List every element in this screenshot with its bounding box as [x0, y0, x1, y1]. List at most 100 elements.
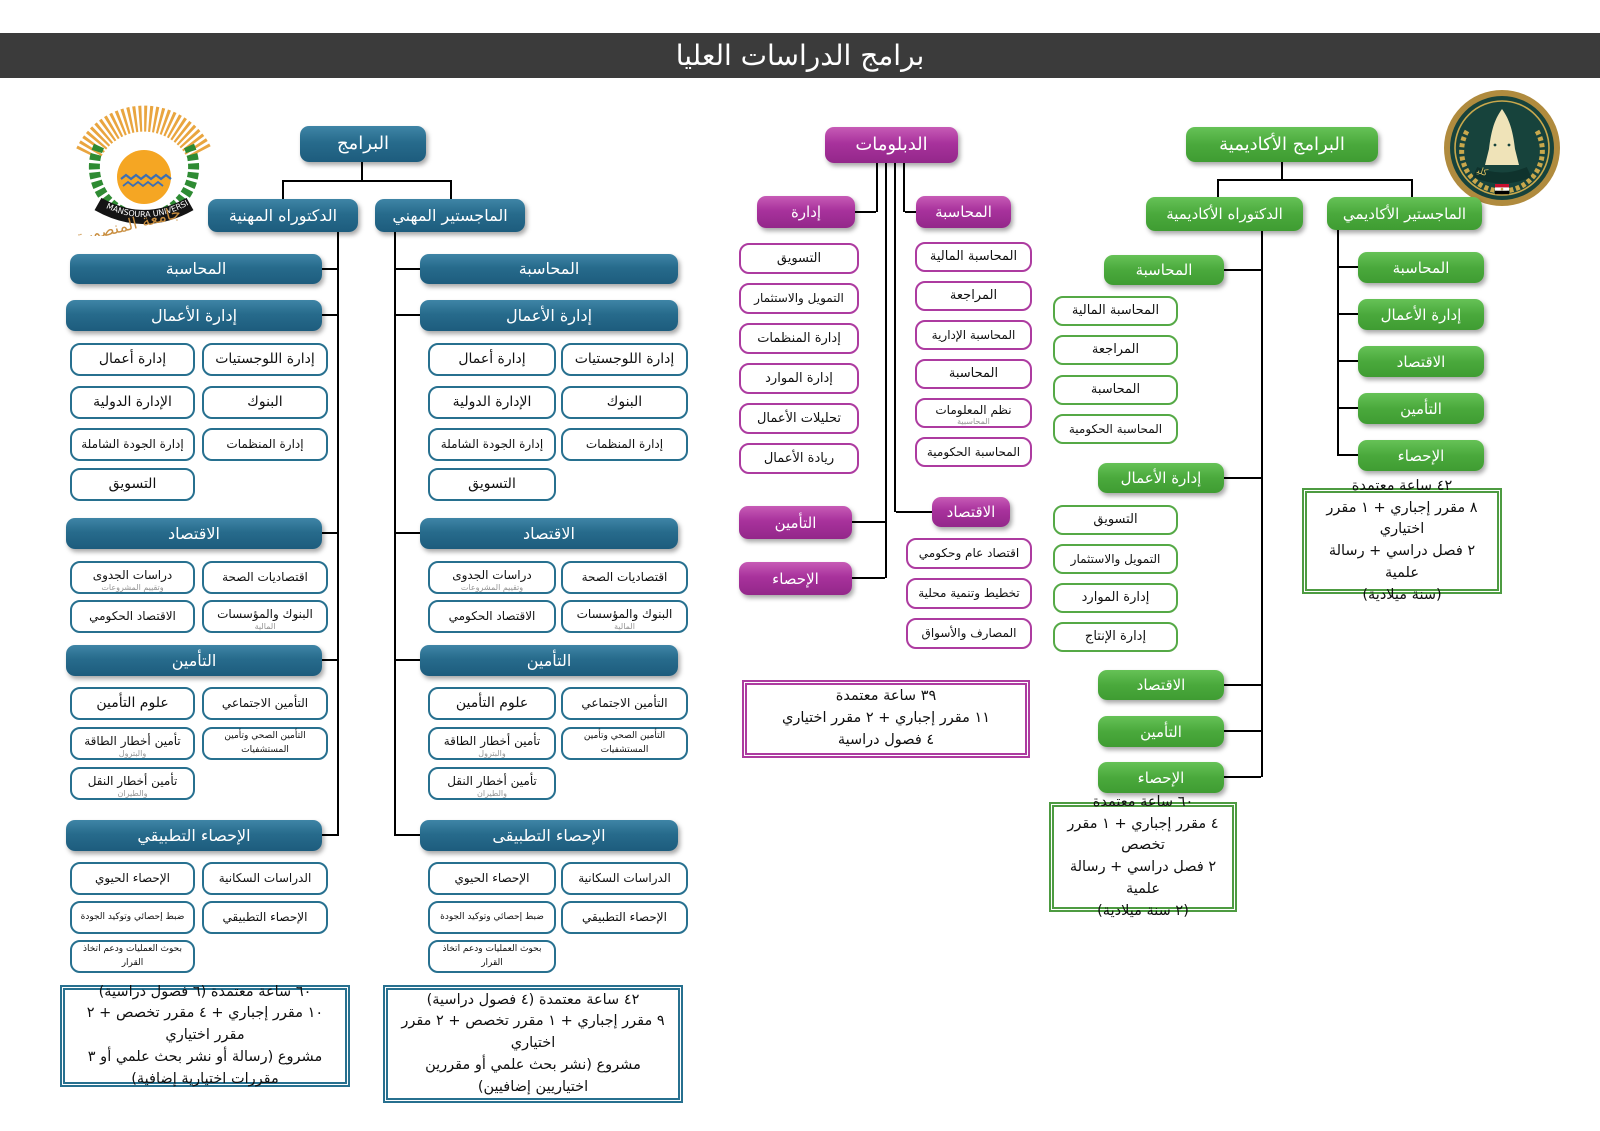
connector-line: [337, 232, 339, 836]
masters-population-studies: الدراسات السكانية: [561, 862, 688, 895]
badge-laurel-right: [1501, 129, 1545, 194]
phd-applied-statistics-header: الإحصاء التطبيقي: [66, 820, 322, 851]
masters-business-header-label: إدارة الأعمال: [505, 305, 593, 325]
connector-line: [855, 211, 876, 213]
phd-operations-research-label: بحوث العمليات ودعم اتخاذ القرار: [83, 944, 182, 968]
phd-social-insurance: التأمين الاجتماعي: [202, 687, 328, 720]
badge-statue-dot-right: [1507, 143, 1511, 147]
masters-credit-note-line: مشروع (نشر بحث علمي أو مقررين اختياريين …: [425, 1056, 641, 1095]
phd-business-administration: إدارة أعمال: [70, 343, 195, 376]
diploma-statistics: الإحصاء: [739, 562, 852, 595]
acad-phd-insurance-header-label: التأمين: [1140, 722, 1182, 741]
masters-insurance-sciences: علوم التأمين: [428, 687, 556, 720]
acad-phd-production-label: إدارة الإنتاج: [1084, 629, 1147, 645]
phd-economics-header: الاقتصاد: [66, 518, 322, 549]
masters-insurance-header: التأمين: [420, 645, 678, 676]
acad-masters-business-label: إدارة الأعمال: [1380, 305, 1462, 324]
diplomas-root-label: الدبلومات: [855, 134, 928, 156]
masters-business-administration: إدارة أعمال: [428, 343, 556, 376]
masters-total-quality: إدارة الجودة الشاملة: [428, 428, 556, 461]
masters-operations-research-label: بحوث العمليات ودعم اتخاذ القرار: [442, 944, 542, 968]
diploma-managerial-accounting: المحاسبة الإدارية: [915, 320, 1032, 350]
acad-phd-auditing: المراجعة: [1053, 335, 1178, 365]
phd-applied-statistics-header-label: الإحصاء التطبيقي: [137, 825, 251, 845]
logo-fan-rays: [76, 105, 212, 161]
diploma-organizations: إدارة المنظمات: [739, 323, 859, 354]
connector-line: [1339, 266, 1358, 268]
diploma-information-systems-subtext: المحاسبية: [957, 418, 990, 426]
phd-banks-institutions-label: البنوك والمؤسسات: [217, 606, 313, 621]
connector-line: [885, 163, 887, 578]
masters-marketing-label: التسويق: [468, 476, 516, 493]
masters-credit-note-line: ٤٢ ساعة معتمدة (٤ فصول دراسية): [426, 991, 640, 1008]
diploma-insurance-label: التأمين: [774, 513, 817, 532]
acad-phd-government-accounting-label: المحاسبة الحكومية: [1068, 421, 1163, 436]
connector-line: [282, 180, 452, 182]
connector-line: [394, 232, 396, 836]
phd-logistics-label: إدارة اللوجستيات: [215, 351, 315, 368]
phd-social-insurance-label: التأمين الاجتماعي: [221, 696, 309, 711]
phd-credit-note: ٦٠ ساعة معتمدة (٦ فصول دراسية)١٠ مقرر إج…: [60, 984, 350, 1087]
masters-statistical-quality-control-label: ضبط إحصائي وتوكيد الجودة: [440, 911, 544, 922]
acad-phd-auditing-label: المراجعة: [1091, 342, 1140, 358]
masters-economics-header-label: الاقتصاد: [523, 523, 575, 543]
connector-line: [1217, 179, 1413, 181]
programs-root: البرامج: [300, 126, 426, 162]
acad-phd-insurance-header: التأمين: [1098, 716, 1224, 747]
diploma-financial-accounting-label: المحاسبة المالية: [929, 249, 1018, 265]
mansoura-university-logo: MANSOURA UNIVERSITY جامعة المنصورة: [68, 84, 212, 236]
phd-government-economics: الاقتصاد الحكومي: [70, 600, 195, 633]
diploma-resources: إدارة الموارد: [739, 363, 859, 394]
phd-biostatistics-label: الإحصاء الحيوي: [94, 871, 171, 886]
masters-health-hospital-insurance: التأمين الصحي وتأمين المستشفيات: [561, 727, 688, 760]
phd-business-header-label: إدارة الأعمال: [150, 305, 238, 325]
phd-biostatistics: الإحصاء الحيوي: [70, 862, 195, 895]
phd-total-quality-label: إدارة الجودة الشاملة: [81, 437, 184, 452]
academic-phd-credit-note-line: (٢ سنة ميلادية): [1097, 902, 1189, 919]
acad-phd-financial-accounting-label: المحاسبة المالية: [1071, 303, 1160, 319]
connector-line: [396, 532, 420, 534]
phd-economics-header-label: الاقتصاد: [168, 523, 220, 543]
acad-masters-economics-label: الاقتصاد: [1396, 352, 1446, 371]
masters-organizations: إدارة المنظمات: [561, 428, 688, 461]
phd-credit-note-line: ١٠ مقرر إجباري + ٤ مقرر تخصص + ٢ مقرر اخ…: [86, 1005, 324, 1044]
acad-phd-finance-investment-label: التمويل والاستثمار: [1070, 551, 1161, 566]
acad-masters-insurance-label: التأمين: [1400, 399, 1442, 418]
acad-masters-business: إدارة الأعمال: [1358, 299, 1484, 330]
logo-waves: [120, 173, 172, 181]
masters-accounting-header: المحاسبة: [420, 254, 678, 284]
phd-feasibility-studies-label: دراسات الجدوى: [92, 567, 173, 582]
connector-line: [852, 577, 885, 579]
masters-applied-statistics-header: الإحصاء التطبيقى: [420, 820, 678, 851]
masters-applied-statistics-label: الإحصاء التطبيقي: [582, 910, 667, 925]
programs-root-label: البرامج: [336, 133, 390, 155]
badge-banner: [1472, 166, 1532, 184]
diploma-public-government-economics-label: اقتصاد عام وحكومي: [918, 546, 1020, 561]
connector-line: [322, 314, 337, 316]
acad-masters-statistics-label: الإحصاء: [1397, 446, 1445, 465]
phd-credit-note-line: مشروع (رسالة أو نشر بحث علمي أو ٣ مقررات…: [87, 1048, 323, 1087]
diploma-accounting-header-label: المحاسبة: [935, 203, 992, 221]
connector-line: [1217, 179, 1219, 197]
professional-masters: الماجستير المهني: [375, 199, 525, 232]
masters-international-management-label: الإدارة الدولية: [452, 394, 532, 411]
masters-population-studies-label: الدراسات السكانية: [578, 871, 671, 886]
masters-logistics: إدارة اللوجستيات: [561, 343, 688, 376]
diploma-marketing-label: التسويق: [776, 250, 822, 266]
phd-statistical-quality-control: ضبط إحصائي وتوكيد الجودة: [70, 901, 195, 934]
diplomas-credit-note-line: ٤ فصول دراسية: [837, 731, 935, 748]
masters-logistics-label: إدارة اللوجستيات: [574, 351, 675, 368]
acad-phd-finance-investment: التمويل والاستثمار: [1053, 544, 1178, 574]
professional-phd-label: الدكتوراه المهنية: [228, 205, 338, 225]
phd-total-quality: إدارة الجودة الشاملة: [70, 428, 195, 461]
acad-phd-accounting-header: المحاسبة: [1104, 255, 1224, 285]
masters-business-header: إدارة الأعمال: [420, 300, 678, 331]
acad-phd-production: إدارة الإنتاج: [1053, 622, 1178, 652]
academic-phd-credit-note-line: ٤ مقرر إجباري + ١ مقرر تخصص: [1067, 815, 1219, 854]
academic-phd-credit-note-line: ٦٠ ساعة معتمدة: [1092, 793, 1194, 810]
